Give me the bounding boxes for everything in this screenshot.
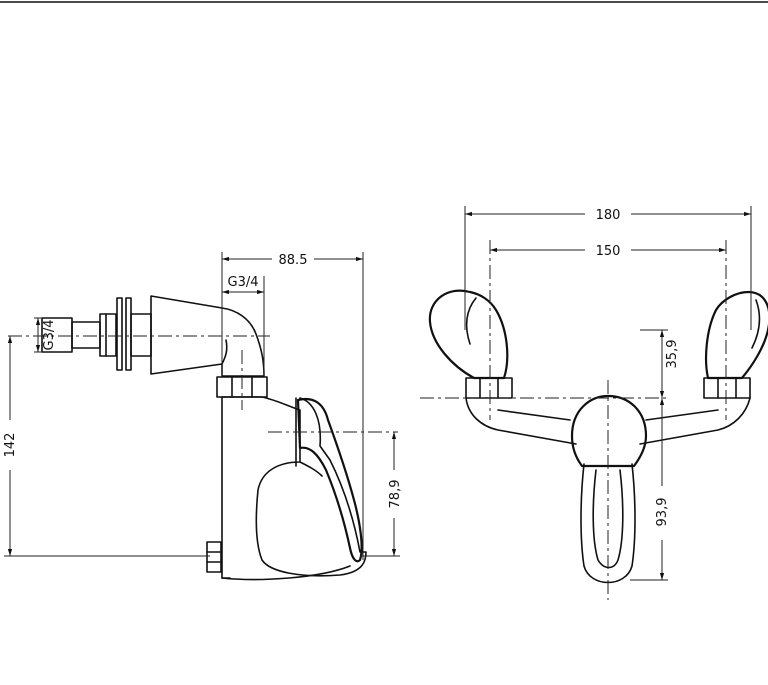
dim-overall-width: 180	[596, 208, 621, 223]
side-outlet-aerator	[206, 541, 222, 573]
dim-total-height: 142	[3, 433, 18, 458]
dim-overall-depth: 88.5	[279, 253, 308, 268]
front-left-hex-nut	[465, 377, 513, 399]
front-view: 180 150 35,9 93,9	[420, 206, 768, 600]
front-right-inlet-cap	[704, 290, 768, 380]
side-view: 88.5 G3/4 G3/4 142 78,9	[3, 252, 403, 581]
dim-thread-left: G3/4	[42, 320, 57, 351]
front-lever-handle	[570, 394, 648, 468]
dim-inlet-centers: 150	[596, 244, 621, 259]
dim-lever-height: 78,9	[388, 480, 403, 509]
front-right-hex-nut	[703, 377, 751, 399]
dim-spout-height: 93,9	[655, 498, 670, 527]
side-mixer-body	[221, 396, 367, 577]
side-threaded-inlet	[41, 297, 152, 371]
front-left-inlet-cap	[428, 289, 509, 380]
dim-inlet-height: 35,9	[665, 340, 680, 369]
front-mixer-body	[465, 397, 751, 445]
side-lever-handle	[296, 397, 363, 563]
dim-thread-top: G3/4	[228, 275, 259, 290]
